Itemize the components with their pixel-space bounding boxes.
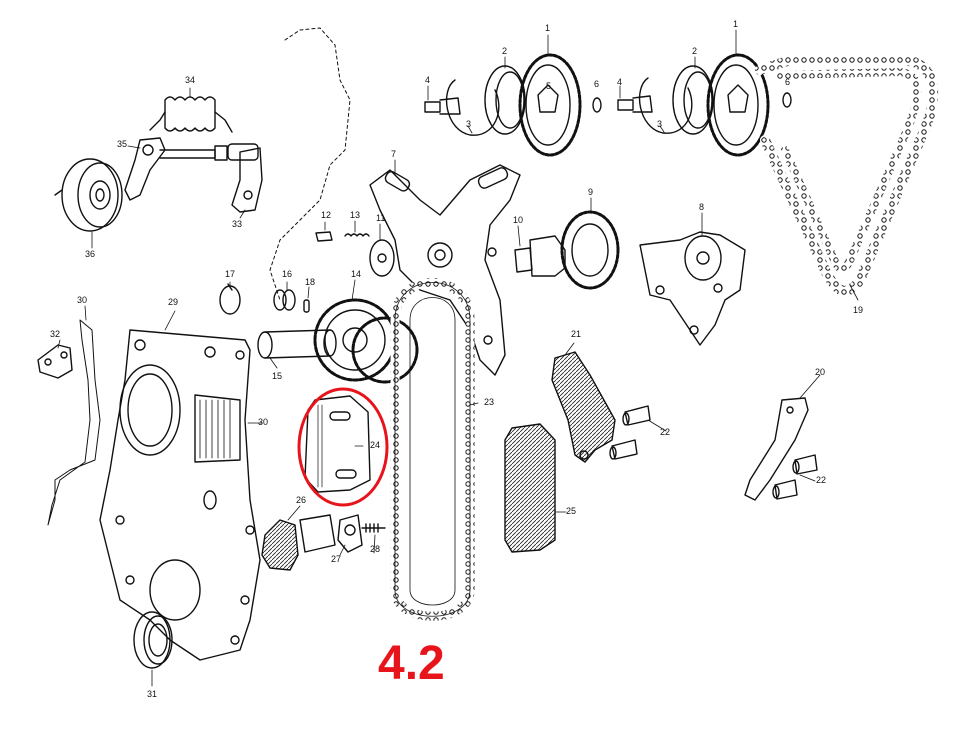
label-part-10: 10: [513, 215, 524, 225]
label-part-11: 11: [376, 213, 386, 223]
label-part-29: 29: [168, 297, 179, 307]
label-part-33: 33: [232, 219, 243, 229]
part-4-bolt-right: [617, 95, 653, 113]
part-15-shaft: [257, 329, 337, 359]
label-part-27: 27: [331, 554, 342, 564]
label-part-1a: 1: [545, 23, 551, 33]
part-1-cam-sprocket-left: [518, 53, 582, 157]
label-part-28: 28: [370, 544, 381, 554]
label-part-32: 32: [50, 329, 61, 339]
part-34-torsion-spring: [149, 96, 233, 133]
label-part-18: 18: [305, 277, 316, 287]
version-label: 4.2: [378, 637, 445, 690]
part-10-shaft: [514, 235, 566, 277]
part-35-lever: [124, 137, 259, 201]
label-part-14: 14: [351, 269, 362, 279]
highlight-circle: [297, 387, 389, 507]
label-part-1b: 1: [733, 19, 739, 29]
label-part-6b: 6: [785, 77, 791, 87]
label-part-4a: 4: [425, 75, 431, 85]
part-20-arm: [744, 397, 809, 501]
label-part-26: 26: [296, 495, 307, 505]
label-part-30b: 30: [258, 417, 269, 427]
label-part-6a: 6: [594, 79, 600, 89]
label-part-19: 19: [853, 305, 864, 315]
part-31-oil-seal: [133, 611, 173, 669]
part-23-timing-chain: [390, 278, 475, 621]
part-3-circlip-left: [445, 79, 500, 136]
label-part-21: 21: [571, 329, 582, 339]
part-24-chain-damper: [304, 395, 371, 493]
part-2-sprocket-plate-right: [672, 65, 714, 135]
part-11-gear-small: [369, 239, 395, 277]
label-part-2a: 2: [502, 46, 508, 56]
part-8-bracket: [639, 231, 746, 346]
label-part-13: 13: [350, 210, 361, 220]
part-22-rollers-a: [609, 405, 651, 460]
label-part-35: 35: [117, 139, 128, 149]
label-part-3a: 3: [466, 119, 472, 129]
part-29-timing-cover: [99, 329, 261, 661]
label-part-17: 17: [225, 269, 236, 279]
part-26-tensioner: [261, 514, 336, 571]
part-30-gasket: [47, 319, 101, 526]
engine-outline-dashed: [269, 27, 351, 301]
part-7-camshaft-bracket: [369, 164, 521, 376]
label-part-2b: 2: [692, 46, 698, 56]
part-4-bolt-left: [424, 97, 461, 115]
part-13-spring: [344, 233, 370, 237]
part-18-key: [303, 299, 310, 313]
part-32-bracket: [37, 344, 73, 379]
label-part-15: 15: [272, 371, 283, 381]
label-part-31: 31: [147, 689, 158, 699]
part-16-rings: [273, 289, 296, 311]
label-part-20: 20: [815, 367, 826, 377]
label-part-4b: 4: [617, 77, 623, 87]
label-part-23: 23: [484, 397, 495, 407]
part-25-chain-guide: [504, 423, 556, 553]
leader-lines: [57, 29, 859, 687]
label-part-16: 16: [282, 269, 293, 279]
part-36-pulley: [54, 158, 123, 232]
label-part-22b: 22: [816, 475, 827, 485]
part-6-washer-left: [592, 97, 602, 113]
part-33-bracket: [231, 147, 263, 213]
label-part-7: 7: [391, 149, 397, 159]
label-part-25: 25: [566, 506, 577, 516]
label-part-12: 12: [321, 210, 332, 220]
part-22-rollers-b: [772, 454, 818, 500]
label-part-22a: 22: [660, 427, 671, 437]
label-part-3b: 3: [657, 119, 663, 129]
part-27-plate: [337, 514, 363, 553]
part-19-duplex-chain: [755, 55, 939, 296]
label-part-30a: 30: [77, 295, 88, 305]
part-6-washer-right: [782, 92, 792, 108]
label-part-5: 5: [546, 81, 552, 91]
part-17-circlip: [219, 283, 241, 315]
part-12-pin: [315, 231, 333, 242]
part-3-circlip-right: [638, 77, 693, 134]
part-1-cam-sprocket-right: [706, 53, 770, 157]
label-part-9: 9: [588, 187, 594, 197]
label-part-24: 24: [370, 440, 381, 450]
part-21-tensioner-arm: [551, 351, 616, 463]
part-28-screw: [361, 523, 386, 533]
part-9-intermediate-sprocket: [560, 210, 620, 290]
part-14-crank-sprocket: [313, 298, 419, 384]
label-part-36: 36: [85, 249, 96, 259]
label-part-34: 34: [185, 75, 196, 85]
label-part-8: 8: [699, 202, 705, 212]
